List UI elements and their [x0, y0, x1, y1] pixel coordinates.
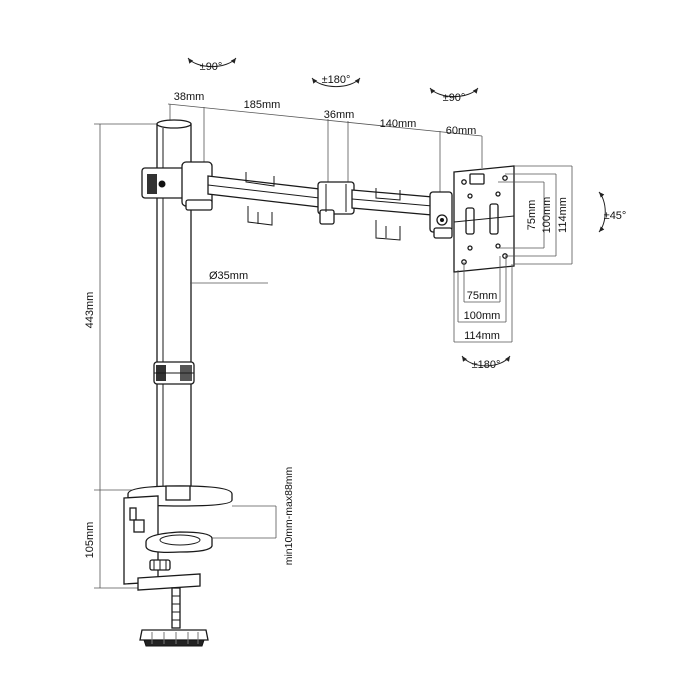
rotation-arrow-rotate — [461, 355, 511, 367]
rotation-label-middle-joint: ±180° — [322, 74, 351, 86]
vesa-horizontal-114: 114mm — [464, 330, 500, 342]
dimension-joint: 36mm — [324, 109, 355, 121]
dimension-first-arm: 185mm — [244, 99, 281, 111]
dimension-clamp-height: 105mm — [84, 522, 96, 559]
vesa-plate — [453, 165, 515, 273]
dimension-pole-top-offset: 38mm — [174, 91, 205, 103]
vesa-vertical-114: 114mm — [557, 197, 569, 233]
vesa-horizontal-dimensions — [453, 256, 513, 343]
dimension-pole-height: 443mm — [84, 292, 96, 329]
clamp-height-dimension — [94, 490, 140, 589]
dimension-second-arm: 140mm — [380, 118, 417, 130]
dimension-desk-thickness: min10mm-max88mm — [283, 466, 295, 565]
clamp-knob — [139, 629, 209, 647]
vesa-vertical-75: 75mm — [526, 200, 538, 231]
rotation-label-rotate: ±180° — [472, 359, 501, 371]
rotation-arrow-base-joint — [187, 57, 237, 68]
vesa-horizontal-75: 75mm — [467, 290, 498, 302]
dimension-pole-diameter: Ø35mm — [209, 270, 248, 282]
arm-dimension-lines — [167, 103, 483, 194]
desk-clamp — [123, 495, 213, 591]
clamp-screw — [171, 587, 181, 629]
rotation-arrow-middle-joint — [311, 77, 361, 88]
dimension-head-offset: 60mm — [446, 125, 477, 137]
rotation-label-head-joint: ±90° — [443, 92, 466, 104]
vesa-horizontal-100: 100mm — [464, 310, 501, 322]
pole-collar — [153, 361, 195, 385]
rotation-arrow-head-joint — [429, 87, 479, 98]
vesa-vertical-100: 100mm — [541, 197, 553, 234]
rotation-arrow-tilt — [598, 191, 606, 233]
vesa-vertical-dimensions — [498, 165, 573, 265]
rotation-label-base-joint: ±90° — [200, 61, 223, 73]
rotation-label-tilt: ±45° — [604, 210, 627, 222]
arm-assembly — [141, 161, 453, 241]
desk-thickness-dimension — [212, 505, 277, 539]
